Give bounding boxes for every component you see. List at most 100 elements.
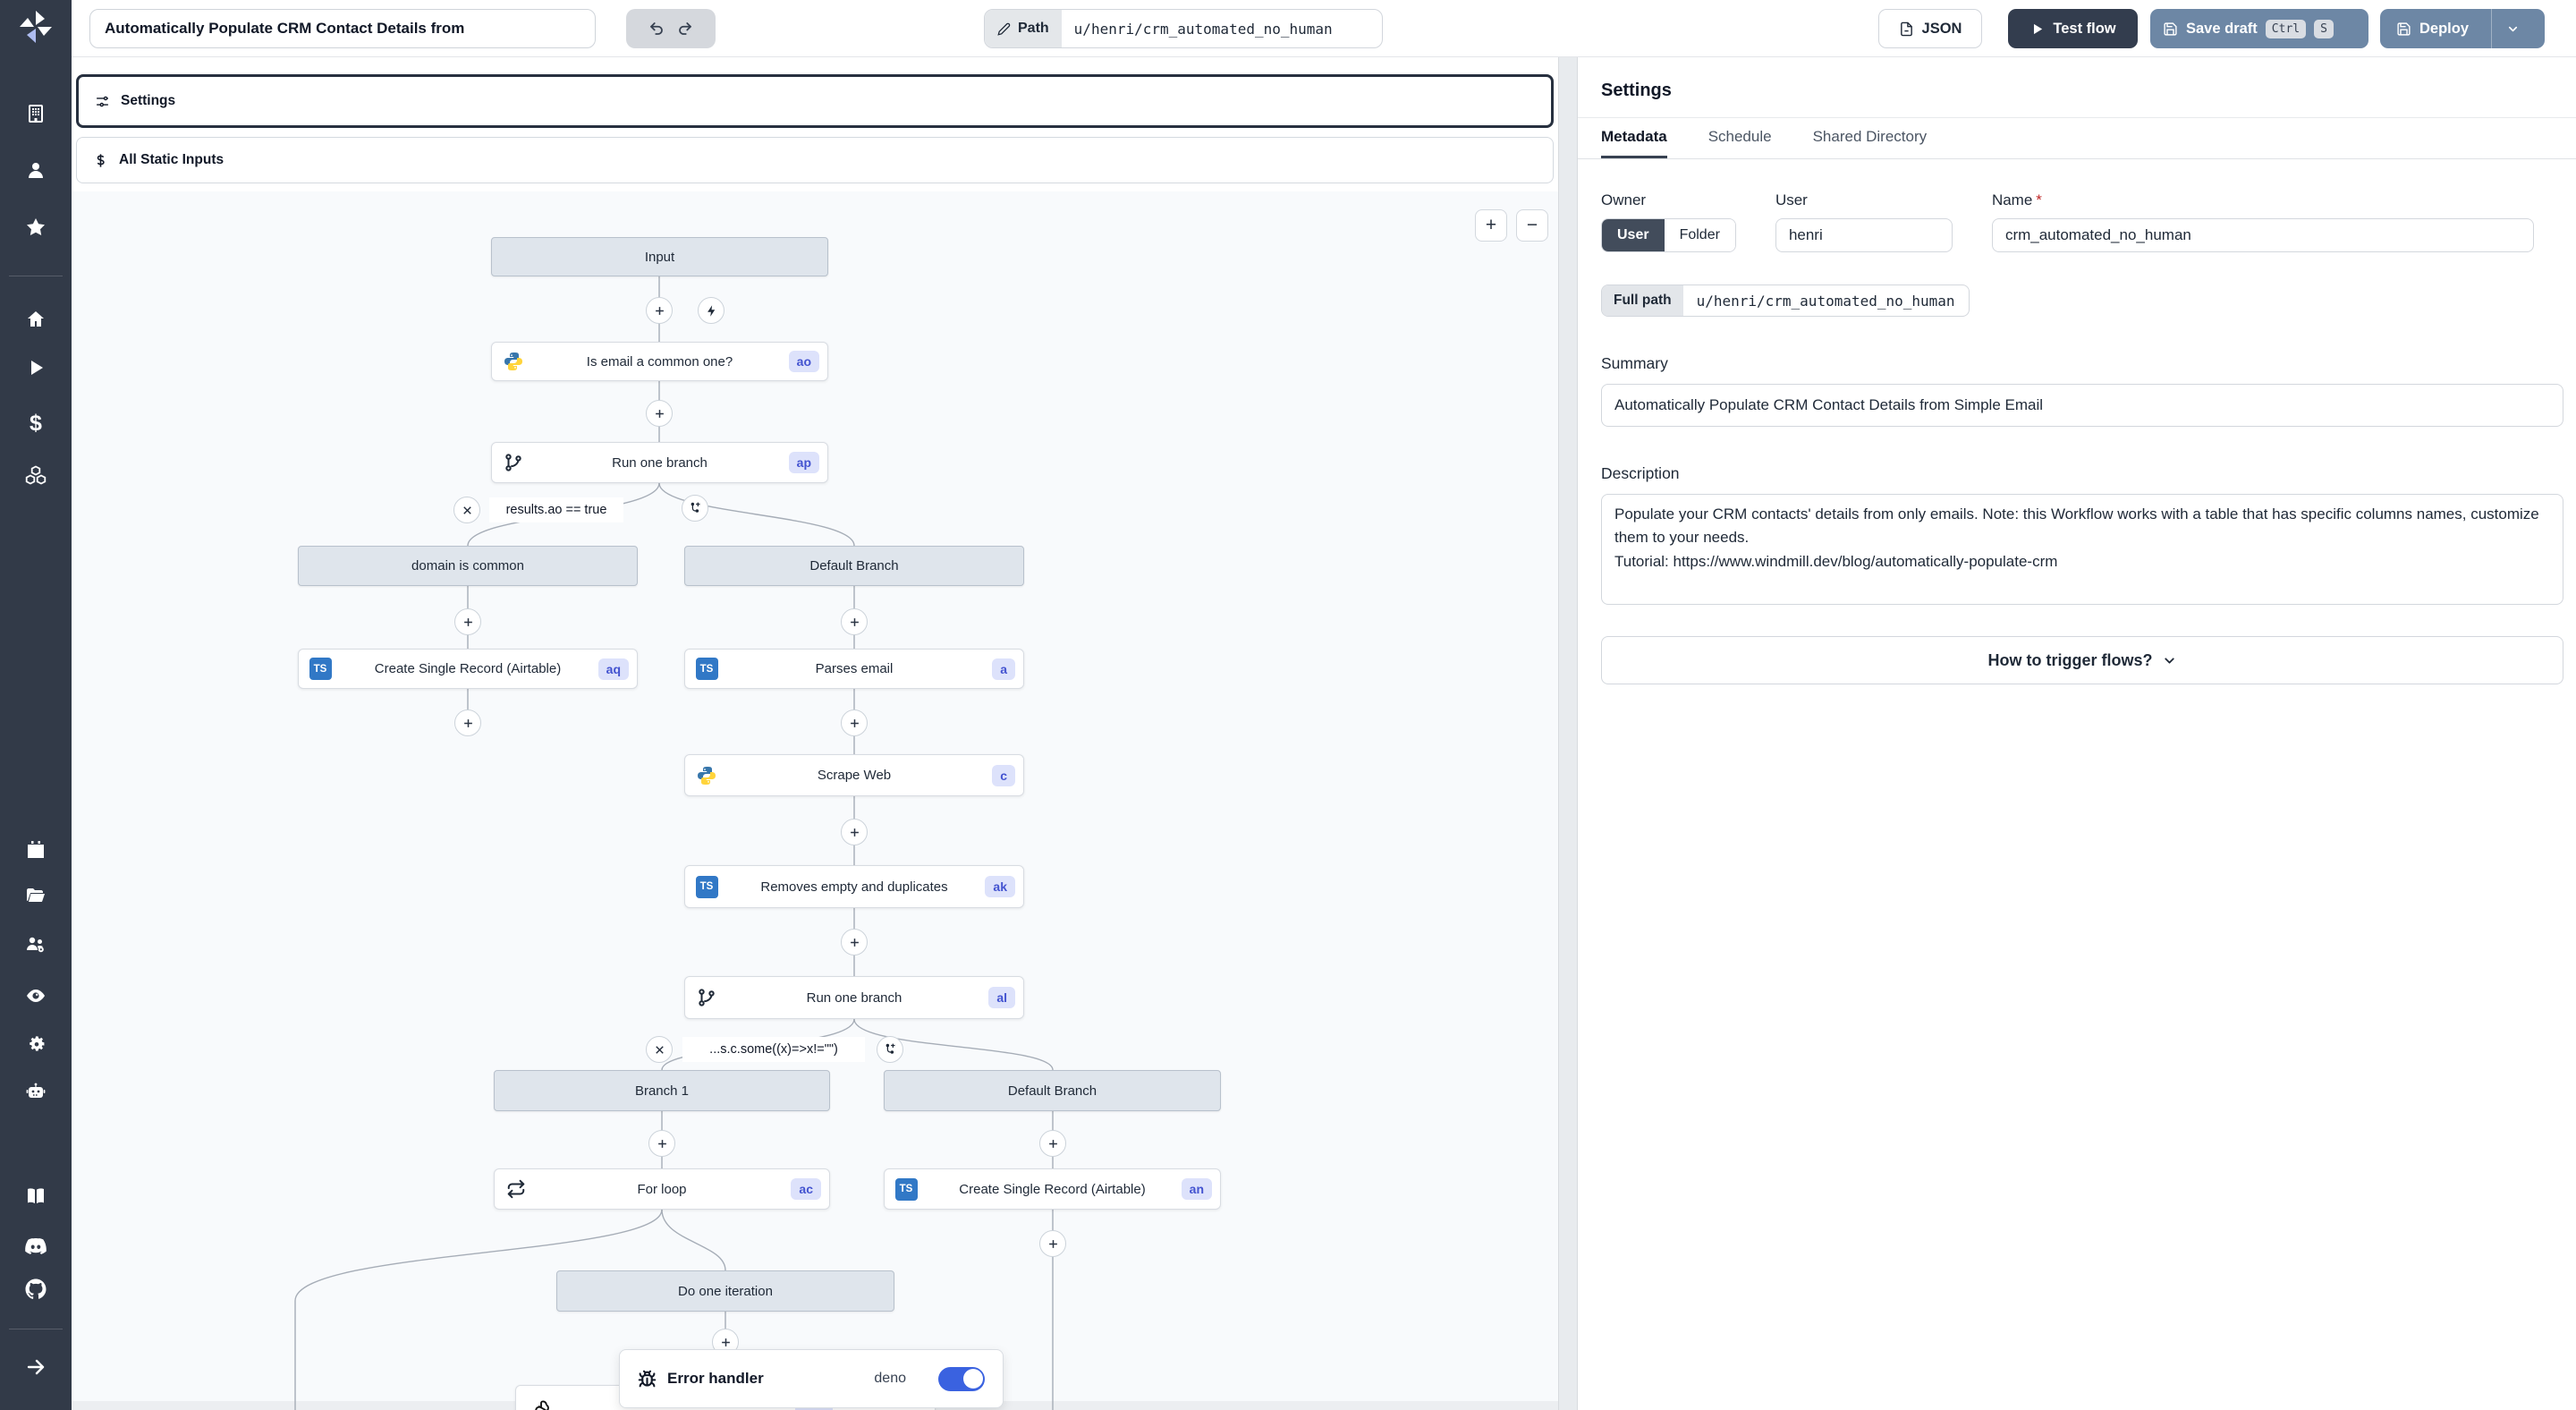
flow-title-input[interactable] [89, 9, 596, 48]
panel-resize-strip[interactable] [1558, 57, 1578, 1410]
top-bar: Path u/henri/crm_automated_no_human JSON… [72, 0, 2576, 57]
add-step-button[interactable] [841, 819, 868, 845]
save-draft-button[interactable]: Save draft Ctrl S [2150, 9, 2368, 48]
add-step-button[interactable] [454, 709, 481, 736]
add-step-button[interactable] [454, 608, 481, 635]
lightning-trigger-button[interactable] [698, 297, 724, 324]
add-step-button[interactable] [841, 709, 868, 736]
add-step-button[interactable] [841, 929, 868, 956]
save-icon [2397, 21, 2411, 36]
test-flow-button[interactable]: Test flow [2008, 9, 2138, 48]
add-step-button[interactable] [646, 400, 673, 427]
runs-play-icon[interactable] [25, 357, 47, 378]
error-handler-language: deno [874, 1371, 906, 1386]
add-step-button[interactable] [841, 608, 868, 635]
redo-icon[interactable] [677, 21, 693, 37]
settings-gear-icon[interactable] [25, 1033, 47, 1055]
tab-schedule[interactable]: Schedule [1707, 128, 1772, 145]
add-branch-button[interactable] [877, 1036, 903, 1063]
error-handler-toggle[interactable] [938, 1366, 985, 1391]
ai-robot-icon[interactable] [25, 1081, 47, 1102]
folders-icon[interactable] [25, 885, 47, 906]
owner-toggle: User Folder [1601, 218, 1736, 252]
name-input[interactable] [1991, 218, 2534, 252]
docs-book-icon[interactable] [25, 1185, 47, 1207]
flow-node-default-branch-1[interactable]: Default Branch [684, 546, 1024, 586]
sliders-icon [97, 96, 108, 106]
add-step-button[interactable] [648, 1130, 675, 1157]
owner-option-user[interactable]: User [1602, 219, 1665, 251]
tab-metadata[interactable]: Metadata [1601, 118, 1667, 158]
openai-icon [529, 1398, 554, 1410]
groups-icon[interactable] [25, 934, 47, 956]
all-static-inputs-bar[interactable]: All Static Inputs [76, 137, 1554, 183]
full-path-value: u/henri/crm_automated_no_human [1696, 292, 1955, 310]
node-id-badge: ap [788, 452, 819, 473]
chevron-down-icon [2508, 26, 2518, 31]
save-icon [2164, 21, 2177, 36]
flow-node-create-single-record-an[interactable]: TS Create Single Record (Airtable) an [884, 1168, 1221, 1210]
flow-node-branch-1[interactable]: Branch 1 [494, 1070, 830, 1111]
name-field: Name* [1991, 191, 2563, 252]
json-button[interactable]: JSON [1878, 9, 1982, 48]
flow-node-domain-is-common[interactable]: domain is common [298, 546, 638, 586]
branch-condition-label: results.ao == true [489, 497, 623, 522]
user-input[interactable] [1775, 218, 1953, 252]
summary-input[interactable] [1601, 384, 2563, 427]
flow-node-for-loop[interactable]: For loop ac [494, 1168, 830, 1210]
git-branch-icon [695, 986, 718, 1009]
file-json-icon [1900, 21, 1912, 36]
deploy-button[interactable]: Deploy [2380, 9, 2545, 48]
branch-condition-x-icon[interactable] [453, 497, 480, 523]
tab-shared-directory[interactable]: Shared Directory [1812, 128, 1928, 145]
github-icon[interactable] [25, 1278, 47, 1300]
required-asterisk: * [2036, 191, 2042, 208]
typescript-icon: TS [695, 658, 718, 681]
repeat-icon [504, 1177, 528, 1201]
flow-node-run-one-branch-2[interactable]: Run one branch al [684, 976, 1024, 1019]
flow-settings-bar[interactable]: Settings [76, 74, 1554, 128]
how-to-trigger-flows-button[interactable]: How to trigger flows? [1601, 636, 2563, 684]
flow-canvas[interactable]: Settings All Static Inputs Input Is emai… [72, 57, 1558, 1410]
resources-cubes-icon[interactable] [25, 464, 47, 486]
flow-node-default-branch-2[interactable]: Default Branch [884, 1070, 1221, 1111]
flow-node-create-single-record-aq[interactable]: TS Create Single Record (Airtable) aq [298, 649, 638, 689]
add-branch-button[interactable] [682, 495, 708, 522]
user-icon[interactable] [25, 159, 47, 181]
owner-option-folder[interactable]: Folder [1664, 219, 1735, 251]
flow-node-do-one-iteration[interactable]: Do one iteration [556, 1270, 894, 1312]
flow-node-removes-empty-duplicates[interactable]: TS Removes empty and duplicates ak [684, 865, 1024, 908]
undo-icon[interactable] [648, 21, 665, 37]
branch-condition-x-icon[interactable] [646, 1036, 673, 1063]
audit-eye-icon[interactable] [25, 985, 47, 1007]
flow-node-scrape-web[interactable]: Scrape Web c [684, 754, 1024, 796]
error-handler-card[interactable]: Error handler deno [619, 1349, 1004, 1408]
variables-dollar-icon[interactable]: $ [30, 411, 42, 436]
bug-icon [638, 1370, 657, 1387]
node-id-badge: aq [597, 658, 629, 680]
undo-redo-group [626, 9, 716, 48]
add-step-button[interactable] [1039, 1130, 1066, 1157]
python-icon [695, 764, 718, 787]
zoom-in-button[interactable]: + [1475, 209, 1507, 242]
workspace-building-icon[interactable] [25, 103, 47, 124]
flow-node-run-one-branch-1[interactable]: Run one branch ap [491, 442, 828, 483]
description-textarea[interactable]: Populate your CRM contacts' details from… [1601, 494, 2563, 605]
add-step-button[interactable] [646, 297, 673, 324]
flow-node-input[interactable]: Input [491, 237, 828, 276]
expand-sidebar-arrow-icon[interactable] [25, 1356, 47, 1378]
home-icon[interactable] [25, 309, 47, 330]
add-step-button[interactable] [1039, 1230, 1066, 1257]
flow-node-is-email-common[interactable]: Is email a common one? ao [491, 342, 828, 381]
flow-node-parses-email[interactable]: TS Parses email a [684, 649, 1024, 689]
deploy-dropdown-button[interactable] [2491, 9, 2534, 48]
typescript-icon: TS [695, 875, 718, 898]
discord-icon[interactable] [25, 1236, 47, 1257]
schedules-calendar-icon[interactable] [25, 839, 47, 861]
windmill-logo[interactable] [18, 9, 54, 45]
full-path-label: Full path [1602, 285, 1683, 316]
path-field[interactable]: Path u/henri/crm_automated_no_human [984, 9, 1383, 48]
zoom-out-button[interactable]: − [1516, 209, 1548, 242]
favorites-star-icon[interactable] [25, 217, 47, 238]
node-id-badge: c [992, 764, 1015, 786]
